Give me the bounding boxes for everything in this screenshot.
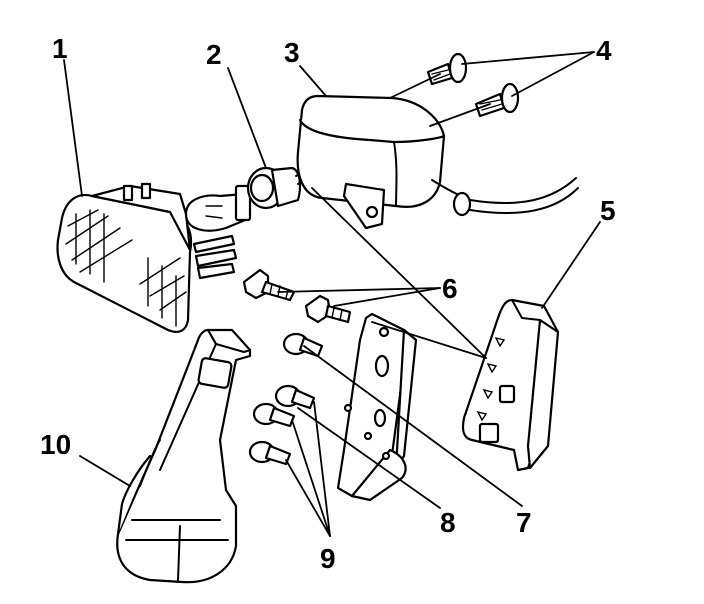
callout-1: 1 bbox=[52, 33, 68, 64]
callout-8: 8 bbox=[440, 507, 456, 538]
lamp-terminal-a bbox=[122, 184, 134, 202]
lamp-housing bbox=[296, 94, 579, 230]
trim-screw-middle bbox=[252, 402, 296, 428]
lamp-bulb bbox=[184, 184, 252, 232]
lamp-terminal-b bbox=[140, 182, 152, 200]
bracket-bolt-upper bbox=[242, 268, 296, 302]
bracket-screw bbox=[282, 332, 324, 358]
center-mounting-bracket bbox=[336, 312, 418, 502]
housing-screw-upper bbox=[426, 52, 468, 86]
callout-7: 7 bbox=[516, 507, 532, 538]
lamp-lens-assembly bbox=[56, 182, 238, 333]
bracket-bolt-lower bbox=[304, 294, 352, 324]
trim-screw-lower bbox=[248, 440, 292, 466]
leader-lines bbox=[63, 51, 601, 537]
callout-4: 4 bbox=[596, 35, 612, 66]
mounting-bracket-plate bbox=[461, 298, 560, 472]
callout-3: 3 bbox=[284, 37, 300, 68]
housing-screw-lower bbox=[474, 82, 520, 118]
callout-5: 5 bbox=[600, 195, 616, 226]
callout-2: 2 bbox=[206, 39, 222, 70]
callout-6: 6 bbox=[442, 273, 458, 304]
callout-9: 9 bbox=[320, 543, 336, 574]
trim-panel bbox=[116, 328, 252, 584]
trim-screw-upper bbox=[274, 384, 316, 410]
callout-10: 10 bbox=[40, 429, 71, 460]
